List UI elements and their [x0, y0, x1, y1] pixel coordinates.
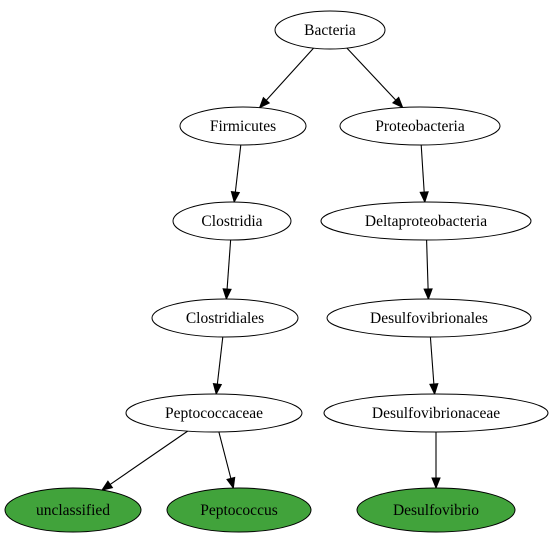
node-shape: [326, 298, 532, 338]
edge-bacteria-to-firmicutes: [258, 47, 314, 109]
edge-line: [218, 431, 232, 479]
node-clostridia: Clostridia: [172, 201, 292, 241]
node-label: Desulfovibrionaceae: [372, 405, 500, 422]
arrowhead-icon: [230, 191, 241, 204]
edge-line: [426, 239, 429, 290]
arrowhead-icon: [429, 383, 439, 396]
node-shape: [274, 10, 386, 50]
arrowhead-icon: [222, 288, 232, 301]
node-bacteria: Bacteria: [274, 10, 386, 50]
node-shape: [339, 106, 501, 146]
node-label: Firmicutes: [210, 118, 276, 135]
node-shape: [323, 393, 549, 433]
edge-line: [265, 47, 314, 101]
node-shape: [179, 106, 307, 146]
edge-line: [226, 239, 232, 290]
edge-line: [216, 336, 224, 385]
node-label: Bacteria: [304, 22, 356, 39]
edge-deltaproteobacteria-to-desulfovibrionales: [423, 239, 433, 301]
leaf-node-shape: [4, 487, 142, 533]
node-desulfovibrionaceae: Desulfovibrionaceae: [323, 393, 549, 433]
node-unclassified: unclassified: [4, 487, 142, 533]
node-shape: [151, 298, 299, 338]
node-clostridiales: Clostridiales: [151, 298, 299, 338]
node-proteobacteria: Proteobacteria: [339, 106, 501, 146]
edge-line: [109, 430, 188, 485]
arrowhead-icon: [212, 383, 223, 396]
node-deltaproteobacteria: Deltaproteobacteria: [320, 201, 532, 241]
arrowhead-icon: [391, 96, 404, 109]
node-label: Peptococcus: [200, 502, 277, 519]
arrowhead-icon: [100, 480, 114, 491]
edge-firmicutes-to-clostridia: [230, 144, 242, 204]
edges-layer: [100, 47, 441, 491]
edge-clostridia-to-clostridiales: [222, 239, 232, 301]
node-desulfovibrionales: Desulfovibrionales: [326, 298, 532, 338]
arrowhead-icon: [431, 477, 441, 490]
node-label: Proteobacteria: [375, 118, 465, 135]
node-shape: [125, 393, 303, 433]
arrowhead-icon: [226, 476, 236, 490]
node-label: Desulfovibrio: [393, 502, 479, 519]
node-peptococcus: Peptococcus: [166, 487, 312, 533]
edge-desulfovibrionales-to-desulfovibrionaceae: [429, 336, 439, 396]
edge-line: [420, 144, 425, 193]
node-label: Clostridiales: [186, 310, 264, 327]
edge-proteobacteria-to-deltaproteobacteria: [419, 144, 429, 204]
node-peptococcaceae: Peptococcaceae: [125, 393, 303, 433]
arrowhead-icon: [419, 191, 429, 204]
edge-desulfovibrionaceae-to-desulfovibrio: [431, 432, 441, 490]
node-label: Peptococcaceae: [165, 405, 263, 422]
edge-peptococcaceae-to-peptococcus: [218, 431, 236, 490]
edge-line: [429, 336, 435, 385]
edge-line: [346, 47, 397, 101]
node-shape: [172, 201, 292, 241]
node-desulfovibrio: Desulfovibrio: [356, 487, 516, 533]
edge-bacteria-to-proteobacteria: [346, 47, 404, 109]
edge-clostridiales-to-peptococcaceae: [212, 336, 224, 396]
node-shape: [320, 201, 532, 241]
node-label: Deltaproteobacteria: [365, 213, 487, 230]
leaf-node-shape: [356, 487, 516, 533]
arrowhead-icon: [423, 288, 433, 301]
leaf-node-shape: [166, 487, 312, 533]
arrowhead-icon: [258, 96, 271, 109]
edge-line: [234, 144, 242, 193]
node-label: Desulfovibrionales: [370, 310, 488, 327]
node-firmicutes: Firmicutes: [179, 106, 307, 146]
node-label: Clostridia: [201, 213, 262, 230]
node-label: unclassified: [36, 502, 110, 519]
edge-peptococcaceae-to-unclassified: [100, 430, 188, 491]
